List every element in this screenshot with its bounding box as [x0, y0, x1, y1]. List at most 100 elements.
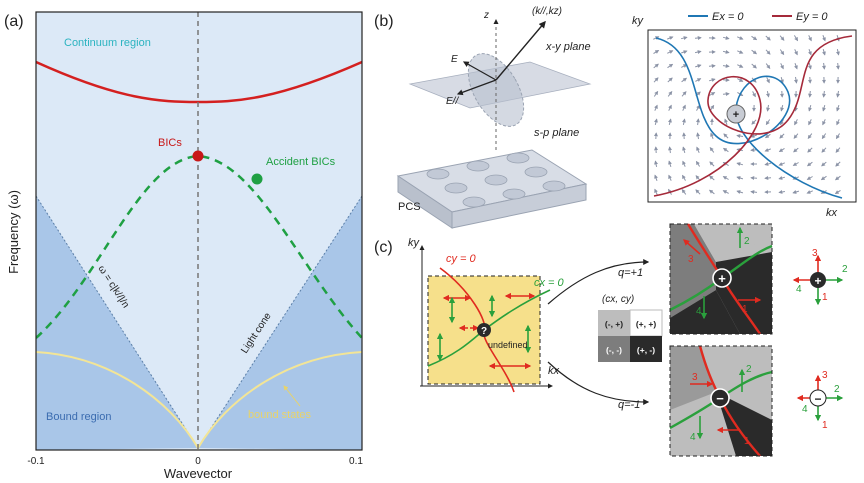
q-minus-sign: −	[716, 391, 724, 406]
field-arrow	[654, 174, 658, 181]
question-point	[477, 323, 491, 337]
sign-quadrant-grid: (-, +) (+, +) (-, -) (+, -)	[598, 309, 663, 362]
field-arrow	[779, 133, 785, 139]
q-plus-label: q=+1	[618, 267, 643, 279]
field-arrow	[737, 64, 744, 68]
accident-bics-label: Accident BICs	[266, 156, 336, 168]
field-arrow	[722, 147, 729, 153]
field-arrow	[709, 146, 715, 153]
cy-zero-label: cy = 0	[446, 253, 477, 265]
cell-minus-minus	[598, 336, 630, 362]
cross-plus-n3: 3	[812, 248, 818, 259]
bound-region-left	[36, 196, 198, 450]
x-tick-zero: 0	[195, 456, 201, 467]
panel-a-frame	[35, 11, 363, 451]
field-arrow	[778, 176, 786, 180]
bound-region-right	[198, 196, 362, 450]
vector-field-frame	[647, 29, 857, 203]
field-arrow	[668, 174, 672, 181]
field-arrow	[792, 190, 800, 194]
cross-minus-core	[809, 389, 827, 407]
q-plus-region-mid	[670, 224, 716, 318]
cell-plus-plus	[629, 309, 663, 337]
field-arrow	[835, 161, 841, 167]
field-arrow	[680, 36, 688, 40]
e-label: E	[451, 54, 458, 65]
field-arrow	[667, 36, 674, 40]
undefined-box-arrows	[436, 292, 536, 370]
field-arrow	[807, 147, 813, 153]
field-arrow	[778, 189, 785, 194]
field-arrow	[694, 50, 702, 55]
field-arrow	[794, 63, 798, 70]
field-arrow	[780, 63, 784, 70]
q-minus-n4: 4	[690, 432, 696, 443]
field-arrow	[654, 188, 658, 195]
field-arrow	[821, 147, 827, 153]
field-arrow	[751, 35, 758, 41]
cell-text-2: (+, +)	[636, 319, 656, 329]
cx-zero-label: cx = 0	[534, 277, 565, 289]
slab-holes	[426, 152, 566, 208]
field-arrow	[834, 175, 841, 181]
field-arrow	[764, 133, 771, 139]
accident-bic-point	[251, 173, 263, 185]
field-arrow	[792, 162, 799, 166]
bound-region-label: Bound region	[46, 411, 111, 423]
field-arrow	[752, 91, 756, 98]
ky-label-b: ky	[632, 15, 645, 27]
legend-ex: Ex = 0	[712, 11, 744, 23]
field-arrow	[794, 49, 798, 56]
q-minus-n2: 2	[746, 364, 752, 375]
field-arrow	[667, 63, 674, 69]
bound-states-label: bound states	[248, 409, 311, 421]
field-arrow	[722, 49, 730, 54]
cell-minus-plus	[598, 310, 630, 336]
bound-states-pointer	[283, 385, 301, 407]
field-arrow	[696, 132, 700, 140]
field-arrow	[708, 189, 715, 195]
pcs-schematic	[396, 19, 592, 229]
field-arrow	[654, 104, 658, 111]
field-arrow	[822, 35, 826, 42]
field-arrow	[667, 90, 673, 97]
field-arrow	[765, 63, 771, 70]
field-arrow	[794, 76, 798, 84]
field-arrow	[821, 62, 826, 70]
cross-plus-n1: 1	[822, 292, 828, 303]
q-plus-n1: 1	[742, 304, 748, 315]
field-arrow	[695, 160, 701, 167]
field-arrow	[808, 62, 812, 70]
field-arrow	[654, 118, 658, 126]
field-arrow	[736, 176, 744, 180]
field-arrow	[695, 118, 700, 126]
x-axis-label: Wavevector	[164, 466, 233, 481]
field-arrow	[709, 161, 715, 167]
field-arrow	[723, 133, 729, 139]
field-arrow	[836, 90, 840, 98]
e-par-vector	[456, 79, 497, 96]
panel-c-label: (c)	[374, 239, 393, 256]
field-arrow	[653, 77, 659, 83]
field-arrow	[808, 90, 813, 98]
cross-minus: − 3 2 1 4	[796, 370, 844, 431]
field-arrow	[780, 76, 784, 84]
field-arrow	[695, 78, 702, 82]
ex-zero-curve	[655, 37, 843, 199]
field-arrow	[681, 188, 687, 195]
field-arrow	[834, 189, 841, 195]
field-arrow	[764, 175, 772, 180]
field-arrow	[737, 78, 744, 82]
bics-label: BICs	[158, 137, 182, 149]
field-arrow	[709, 104, 715, 111]
field-arrow	[764, 162, 772, 166]
field-arrow	[722, 190, 729, 194]
field-arrow	[709, 92, 716, 96]
cross-minus-n1: 1	[822, 420, 828, 431]
field-arrow	[765, 90, 770, 98]
field-arrow	[778, 162, 785, 166]
q-plus-frame	[669, 223, 773, 335]
field-arrow	[793, 133, 799, 139]
field-arrow	[682, 160, 686, 167]
field-arrow	[667, 77, 673, 83]
